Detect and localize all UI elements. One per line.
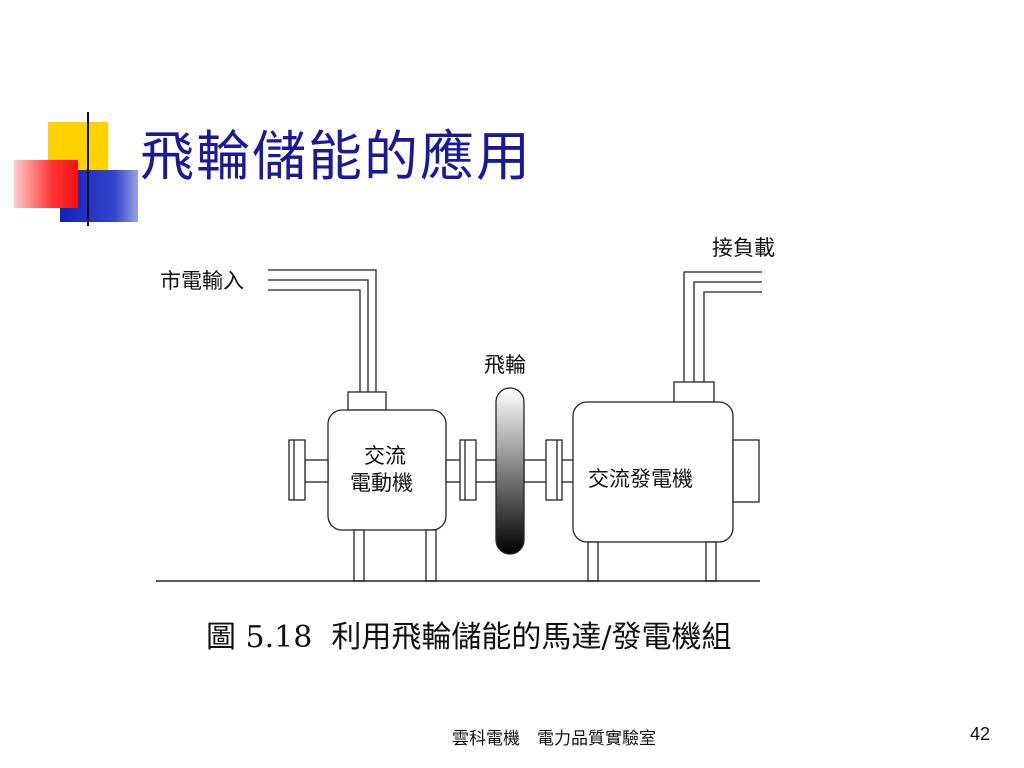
generator-legs: [587, 541, 717, 582]
generator-label: 交流發電機: [588, 467, 693, 491]
flywheel: [495, 387, 525, 555]
generator-terminal-box: [673, 381, 715, 403]
motor-label-line2: 電動機: [350, 471, 413, 495]
coupling-flange-1: [459, 439, 477, 501]
footer-text: 雲科電機 電力品質實驗室: [452, 729, 656, 749]
load-output-label: 接負載: [712, 236, 775, 260]
flywheel-label: 飛輪: [484, 353, 526, 377]
figure-caption: 圖 5.18 利用飛輪儲能的馬達/發電機組: [206, 620, 732, 655]
motor-terminal-box: [347, 391, 387, 411]
motor-left-flange: [288, 439, 306, 501]
coupling-flange-2: [545, 439, 563, 501]
grid-input-label: 市電輸入: [160, 269, 244, 293]
decorative-logo: [14, 112, 1000, 226]
page-number: 42: [970, 724, 991, 744]
motor-legs: [353, 529, 437, 582]
logo-red-square: [14, 160, 78, 208]
grid-input-lines: [268, 269, 377, 392]
load-output-lines: [683, 271, 762, 382]
motor-left-shaft: [304, 459, 329, 483]
slide-title: 飛輪儲能的應用: [140, 125, 532, 188]
generator-right-box: [732, 439, 760, 503]
motor-label-line1: 交流: [364, 444, 406, 468]
